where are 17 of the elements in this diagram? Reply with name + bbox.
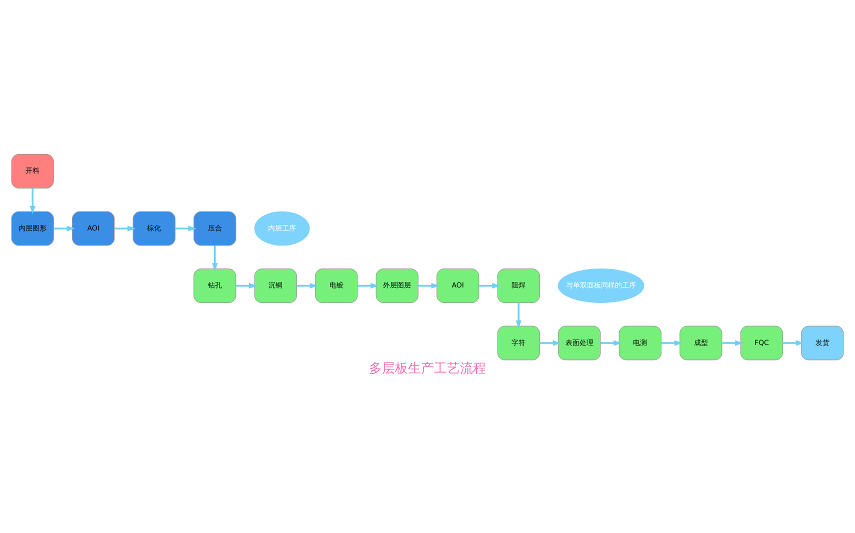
arrow [600,340,622,346]
arrow [296,282,318,289]
arrow [418,282,440,289]
arrow [175,226,196,232]
arrow [212,245,218,272]
arrow [782,340,804,346]
arrow [722,340,744,346]
arrow [114,226,136,232]
arrow [30,188,36,214]
arrow [54,226,75,232]
diagram-title: 多层板生产工艺流程 [369,362,486,377]
arrow [479,282,500,289]
arrow [358,282,379,289]
arrow [236,282,258,289]
arrow [540,340,561,346]
arrow [516,302,522,329]
arrow [661,340,682,346]
